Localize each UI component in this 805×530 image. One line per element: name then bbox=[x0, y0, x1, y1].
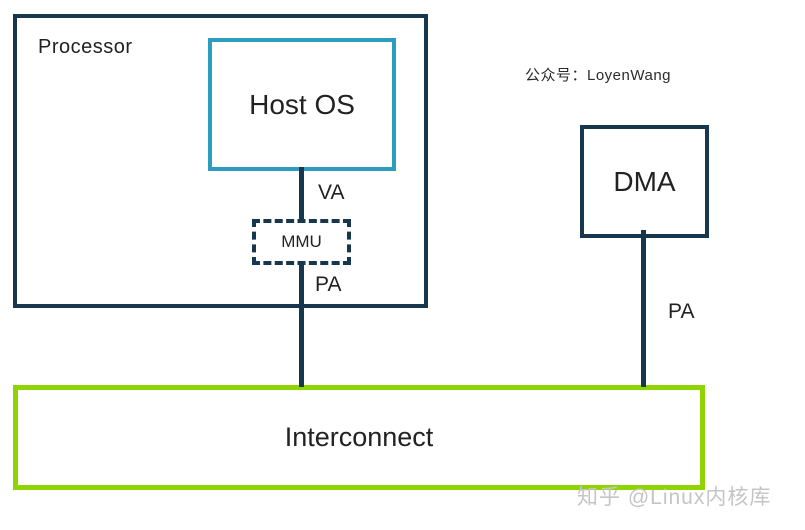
processor-label: Processor bbox=[38, 36, 133, 58]
host-os-label: Host OS bbox=[249, 88, 355, 120]
zhihu-watermark: 知乎 @Linux内核库 bbox=[577, 486, 772, 509]
interconnect-box: Interconnect bbox=[13, 385, 705, 490]
connector-mmu-to-interconnect bbox=[299, 257, 304, 387]
va-edge-label: VA bbox=[318, 181, 345, 204]
processor-box bbox=[13, 14, 428, 308]
host-os-box: Host OS bbox=[208, 38, 396, 171]
connector-hostos-to-mmu bbox=[299, 167, 304, 219]
interconnect-label: Interconnect bbox=[284, 422, 434, 452]
connector-dma-to-interconnect bbox=[641, 230, 646, 387]
wechat-account-note: 公众号：LoyenWang bbox=[525, 67, 671, 84]
pa-left-edge-label: PA bbox=[315, 273, 342, 296]
mmu-box: MMU bbox=[252, 219, 351, 265]
pa-right-edge-label: PA bbox=[668, 300, 695, 323]
mmu-label: MMU bbox=[281, 232, 322, 251]
dma-label: DMA bbox=[613, 165, 676, 197]
dma-box: DMA bbox=[580, 125, 709, 238]
